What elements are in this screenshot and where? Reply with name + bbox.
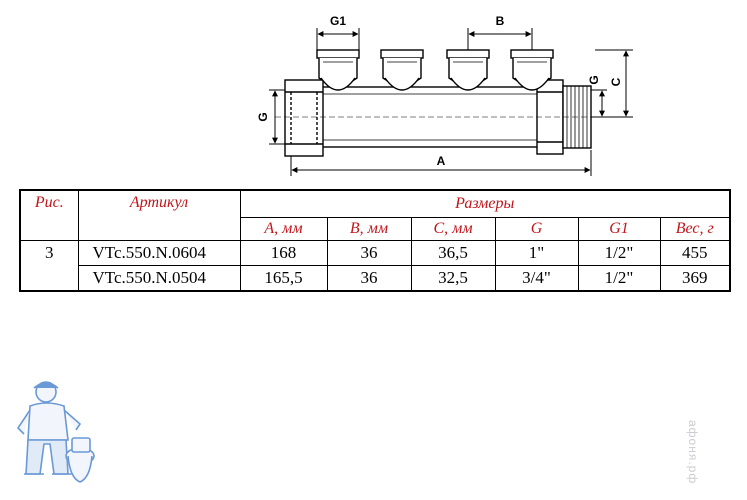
cell-g1: 1/2" (577, 265, 661, 292)
header-c: C, мм (410, 217, 496, 241)
header-article: Артикул (77, 189, 241, 241)
cell-g: 1" (494, 240, 579, 266)
fig-number: 3 (19, 240, 79, 292)
dim-label-a: A (437, 154, 446, 168)
cell-c: 36,5 (410, 240, 496, 266)
header-fig: Рис. (19, 189, 79, 241)
manifold-drawing: G1 B G G C A (256, 14, 633, 176)
cell-b: 36 (326, 265, 412, 292)
plumber-mascot-logo (16, 381, 95, 483)
header-weight: Вес, г (659, 217, 731, 241)
table-row: VTc.550.N.0504 165,5 36 32,5 3/4" 1/2" 3… (20, 265, 731, 292)
site-watermark: афоня.рф (686, 420, 700, 485)
cell-b: 36 (326, 240, 412, 266)
dim-label-g-right: G (587, 75, 601, 84)
table-row: 3 VTc.550.N.0604 168 36 36,5 1" 1/2" 455 (19, 240, 731, 292)
dim-label-c: C (609, 77, 623, 86)
cell-a: 168 (239, 240, 328, 266)
dim-label-g1: G1 (330, 14, 346, 28)
header-b: B, мм (326, 217, 412, 241)
cell-g1: 1/2" (577, 240, 661, 266)
cell-article: VTc.550.N.0604 (77, 240, 241, 266)
cell-a: 165,5 (239, 265, 328, 292)
spec-table: Рис. Артикул Размеры A, мм B, мм C, мм G… (19, 189, 731, 292)
header-a: A, мм (239, 217, 328, 241)
header-g1: G1 (577, 217, 661, 241)
cell-article: VTc.550.N.0504 (77, 265, 241, 292)
cell-c: 32,5 (410, 265, 496, 292)
cell-g: 3/4" (494, 265, 579, 292)
dim-label-g-left: G (256, 112, 270, 121)
cell-weight: 369 (659, 265, 731, 292)
header-g: G (494, 217, 579, 241)
header-sizes: Размеры (239, 189, 731, 218)
cell-weight: 455 (659, 240, 731, 266)
dim-label-b: B (496, 14, 505, 28)
